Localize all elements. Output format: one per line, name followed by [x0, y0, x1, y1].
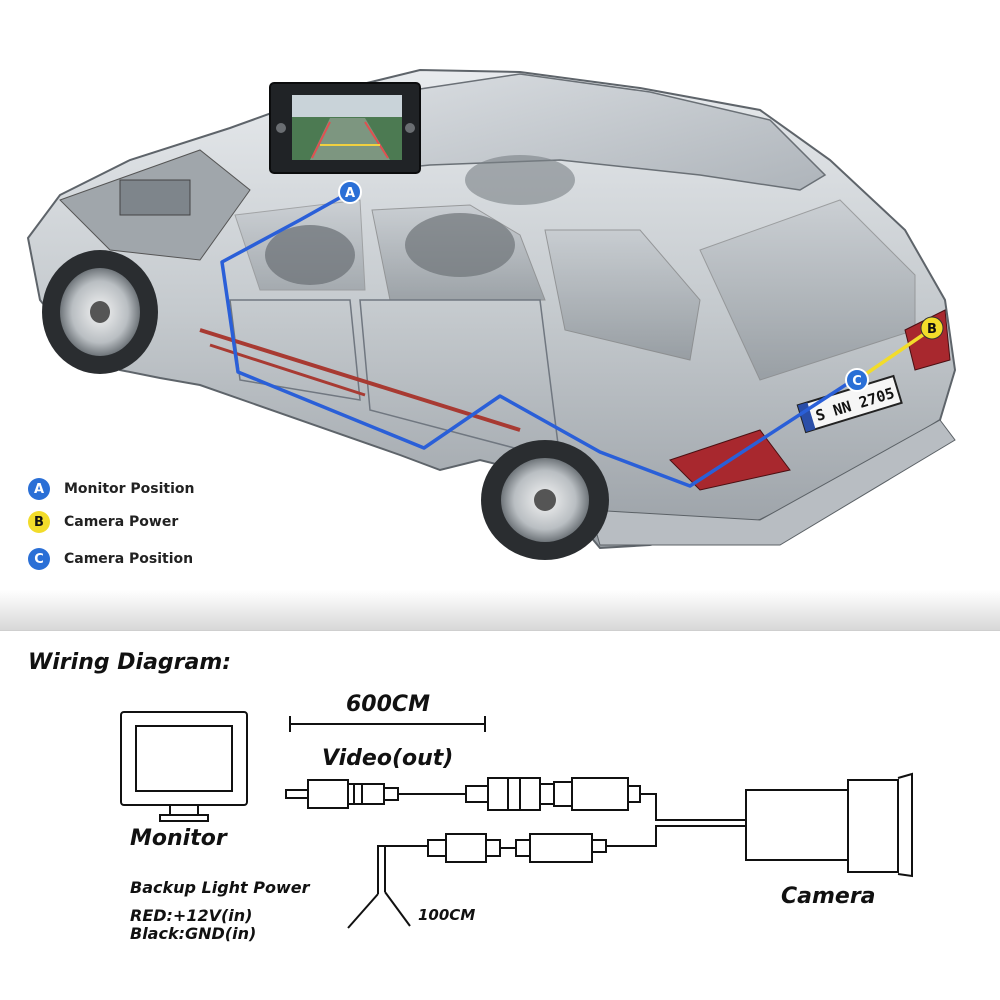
- rear-quarter-window: [544, 229, 701, 361]
- car-illustration-panel: S NN 2705: [0, 68, 1000, 630]
- camera-icon: [745, 772, 913, 878]
- marker-c: C: [845, 368, 869, 392]
- power-wire-red: [347, 893, 379, 929]
- rear-bumper: [589, 419, 956, 546]
- wiring-diagram: [0, 630, 1000, 929]
- back-seat-top: [465, 155, 575, 205]
- length-600cm-marker: [289, 716, 486, 732]
- engine-block: [119, 179, 191, 216]
- tailgate-window: [699, 199, 916, 381]
- legend-badge-a: A: [28, 478, 50, 500]
- video-coupler: [465, 777, 641, 811]
- video-out-label: Video(out): [322, 746, 454, 771]
- marker-b-label: B: [927, 322, 937, 337]
- monitor-icon: [120, 711, 248, 822]
- marker-a-label: A: [345, 186, 355, 201]
- door-sill-harness: [199, 328, 521, 432]
- video-cable-route: [220, 190, 851, 488]
- length-600cm-label: 600CM: [346, 692, 430, 717]
- video-out-plug: [285, 779, 399, 809]
- wiring-diagram-title: Wiring Diagram:: [28, 650, 232, 675]
- car-illustration: S NN 2705: [0, 68, 1000, 630]
- power-coupler: [427, 833, 607, 863]
- legend-label-monitor-position: Monitor Position: [64, 481, 195, 497]
- marker-a: A: [338, 180, 362, 204]
- camera-label: Camera: [781, 884, 876, 909]
- length-100cm-label: 100CM: [418, 906, 476, 924]
- monitor-label: Monitor: [130, 826, 227, 851]
- floor-band: [0, 590, 1000, 630]
- legend-item-camera-power: B Camera Power: [28, 509, 178, 535]
- legend-label-camera-position: Camera Position: [64, 551, 194, 567]
- legend-item-monitor-position: A Monitor Position: [28, 476, 195, 502]
- legend-badge-b: B: [28, 511, 50, 533]
- front-seat: [265, 225, 355, 285]
- power-cable-route: [859, 328, 931, 380]
- rear-seat: [405, 213, 515, 277]
- rear-wheel: [481, 440, 609, 560]
- dash-monitor: [269, 82, 421, 174]
- front-wheel: [42, 250, 158, 374]
- marker-c-label: C: [852, 374, 862, 389]
- red-wire-label: RED:+12V(in): [130, 906, 253, 925]
- video-cable-to-camera: [640, 793, 746, 821]
- power-wire-black: [384, 891, 411, 927]
- legend-badge-c: C: [28, 548, 50, 570]
- legend-item-camera-position: C Camera Position: [28, 546, 193, 572]
- marker-b: B: [920, 316, 944, 340]
- backup-light-power-label: Backup Light Power: [130, 878, 310, 897]
- legend-label-camera-power: Camera Power: [64, 514, 179, 530]
- wiring-diagram-panel: Wiring Diagram: 600CM Video(out) Monitor…: [0, 630, 1000, 1000]
- power-lead: [377, 845, 428, 894]
- power-cable-to-camera: [606, 825, 746, 847]
- black-wire-label: Black:GND(in): [130, 924, 257, 943]
